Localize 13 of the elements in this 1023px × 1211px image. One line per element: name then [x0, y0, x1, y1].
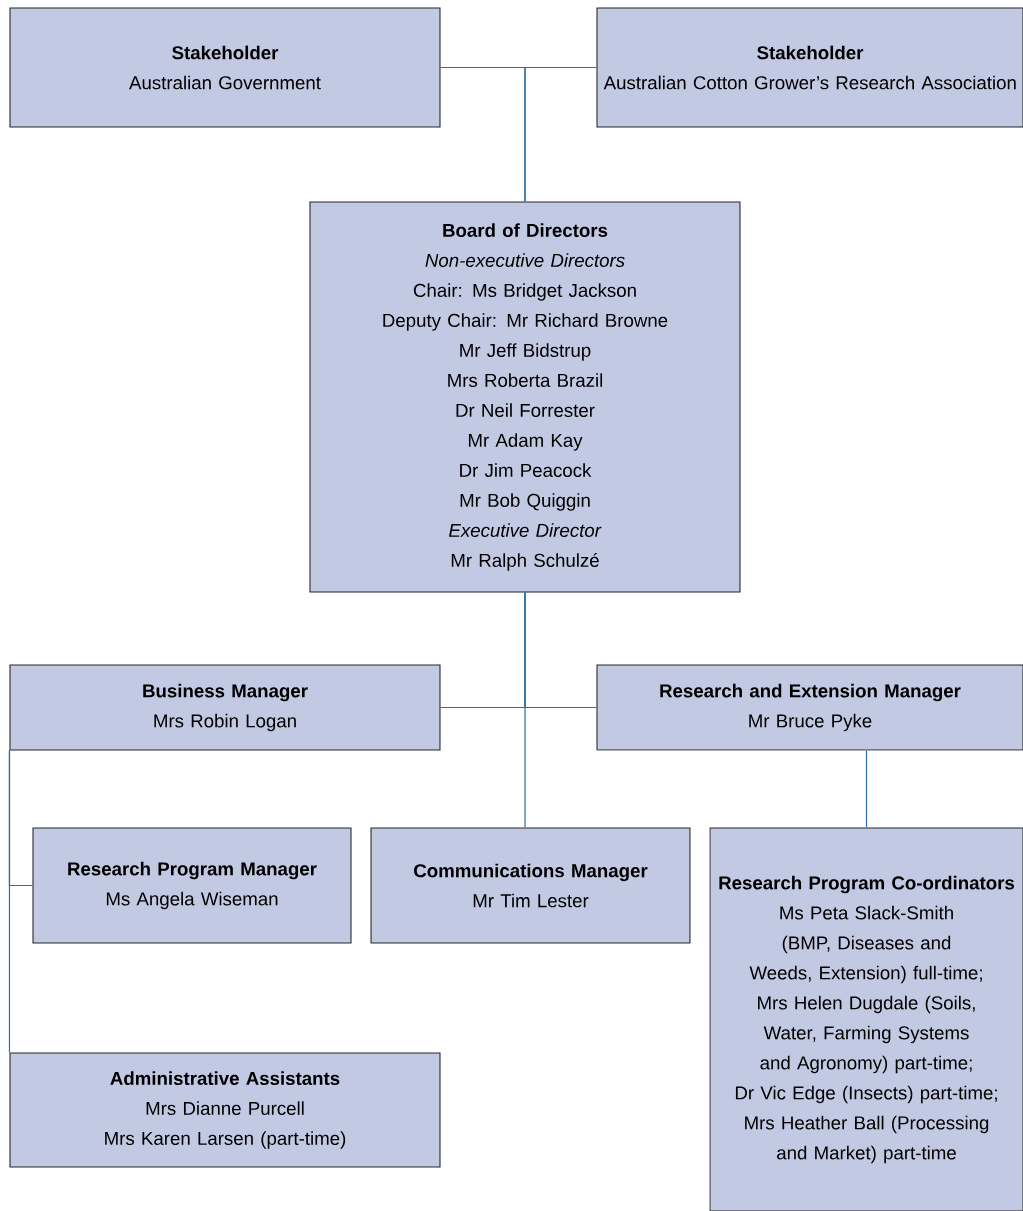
- connector-line: [8, 750, 11, 1054]
- org-box: Research Program Co-ordinators Ms Peta Slack-Smith (BMP, Diseases and Weeds, Extension) full-time; Mrs Helen Dugdale (Soils, Water, Farming Systems and Agronomy) part-time; Dr Vic Edge (Insects) part-time; Mrs Heather Ball (Processing and Market) part-time: [709, 827, 1023, 1211]
- org-box: Board of Directors Non-executive Directors Chair: Ms Bridget Jackson Deputy Chair: Mr Richard Browne Mr Jeff Bidstrup Mrs Roberta Brazil Dr Neil Forrester Mr Adam Kay Dr Jim Peacock Mr Bob Quiggin Executive Director Mr Ralph Schulzé: [309, 201, 741, 593]
- connector-line: [524, 66, 598, 203]
- org-box: Research Program Manager Ms Angela Wiseman: [32, 827, 352, 944]
- org-box: Business Manager Mrs Robin Logan: [9, 664, 441, 751]
- org-box: Stakeholder Australian Cotton Grower’s Research Association: [596, 7, 1023, 128]
- org-box: Administrative Assistants Mrs Dianne Purcell Mrs Karen Larsen (part-time): [9, 1052, 441, 1168]
- connector-line: [524, 591, 526, 829]
- org-box: Research and Extension Manager Mr Bruce Pyke: [596, 664, 1023, 751]
- connector-line: [865, 750, 868, 829]
- org-box: Stakeholder Australian Government: [9, 7, 441, 128]
- org-box: Communications Manager Mr Tim Lester: [370, 827, 691, 944]
